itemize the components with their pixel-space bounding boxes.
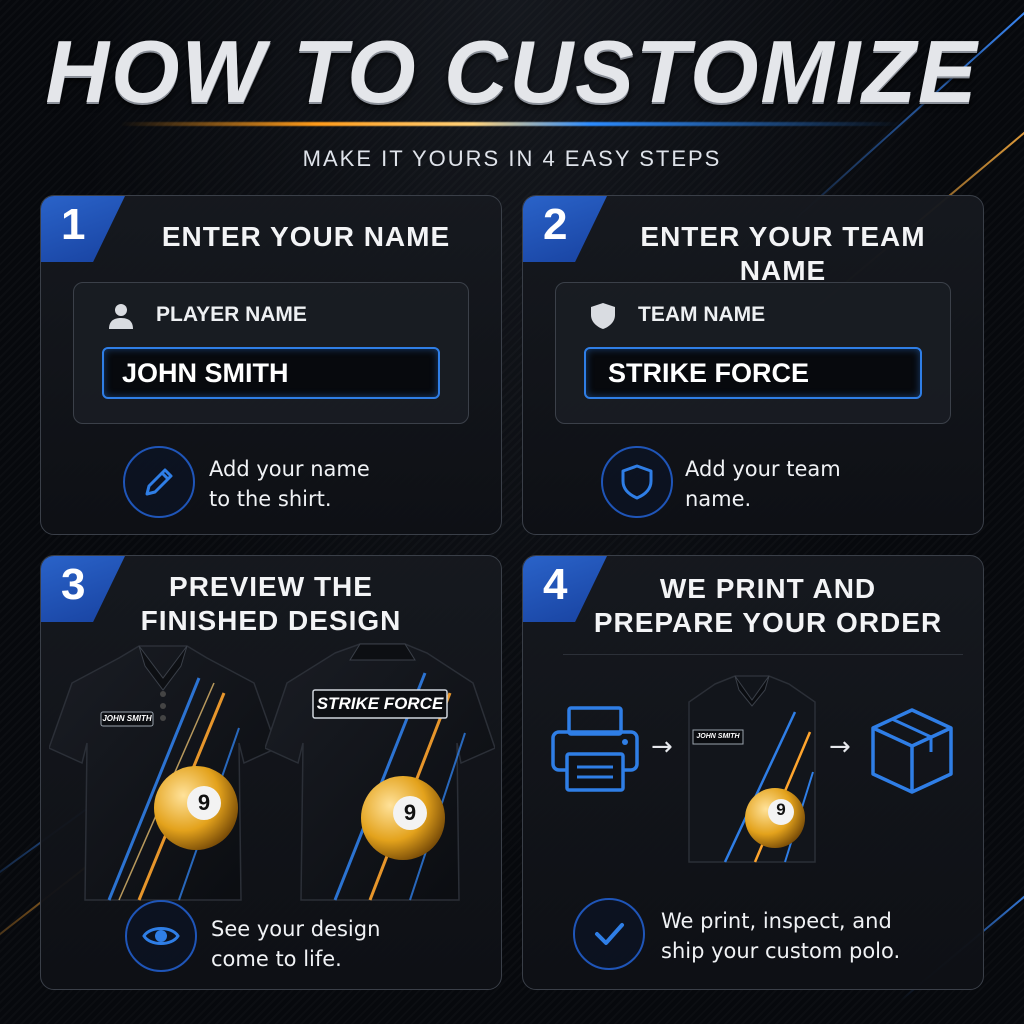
player-name-label: PLAYER NAME: [156, 303, 307, 326]
step-title: ENTER YOUR TEAM NAME: [640, 221, 926, 286]
shield-icon: [588, 301, 618, 331]
polo-shirt-back: STRIKE FORCE 9: [264, 638, 496, 908]
checkmark-icon: [573, 898, 645, 970]
arrow-icon: →: [651, 732, 673, 762]
page-title: HOW TO CUSTOMIZE: [45, 22, 979, 121]
back-name-plate: STRIKE FORCE: [316, 694, 444, 713]
page-subtitle: MAKE IT YOURS IN 4 EASY STEPS: [302, 146, 722, 171]
step-description: See your design come to life.: [211, 917, 381, 971]
step-card-3: 3 PREVIEW THE FINISHED DESIGN: [40, 555, 502, 990]
team-name-label: TEAM NAME: [638, 303, 766, 326]
step-description: We print, inspect, and ship your custom …: [661, 909, 901, 963]
user-icon: [106, 301, 136, 331]
step-description: Add your team name.: [685, 457, 841, 511]
arrow-icon: →: [829, 732, 851, 762]
step-number: 2: [543, 200, 568, 249]
step-card-1: 1 ENTER YOUR NAME PLAYER NAME JOHN SMITH…: [40, 195, 502, 535]
shirt-name-plate: JOHN SMITH: [696, 733, 740, 740]
team-name-field-group: TEAM NAME STRIKE FORCE: [555, 282, 951, 424]
ball-number: 9: [776, 800, 786, 819]
step-card-4: 4 WE PRINT AND PREPARE YOUR ORDER →: [522, 555, 984, 990]
box-icon: [869, 706, 955, 796]
step-title: PREVIEW THE FINISHED DESIGN: [140, 571, 402, 636]
ball-number: 9: [197, 790, 211, 815]
title-glow-line: [120, 122, 904, 126]
printer-icon: [549, 704, 641, 794]
step-title: WE PRINT AND PREPARE YOUR ORDER: [593, 573, 943, 638]
step-card-2: 2 ENTER YOUR TEAM NAME TEAM NAME STRIKE …: [522, 195, 984, 535]
player-name-input[interactable]: JOHN SMITH: [102, 347, 440, 399]
step-title: ENTER YOUR NAME: [161, 221, 451, 252]
player-name-field-group: PLAYER NAME JOHN SMITH: [73, 282, 469, 424]
step-number: 4: [543, 560, 568, 609]
step-number: 3: [61, 560, 86, 609]
step-number: 1: [61, 200, 86, 249]
polo-shirt-front: JOHN SMITH 9: [48, 638, 278, 908]
shield-outline-icon: [601, 446, 673, 518]
divider: [563, 654, 963, 655]
eye-icon: [125, 900, 197, 972]
polo-shirt-icon: JOHN SMITH 9: [685, 672, 819, 864]
step-description: Add your name to the shirt.: [209, 457, 370, 511]
pencil-icon: [123, 446, 195, 518]
team-name-input[interactable]: STRIKE FORCE: [584, 347, 922, 399]
ball-number: 9: [403, 800, 417, 825]
front-name-plate: JOHN SMITH: [102, 714, 152, 723]
